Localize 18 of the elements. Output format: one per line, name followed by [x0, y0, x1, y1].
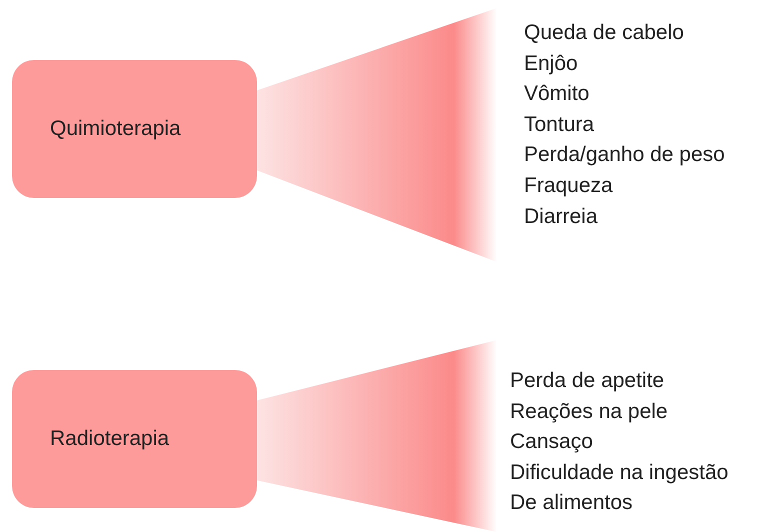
- list-item: Cansaço: [510, 429, 593, 456]
- list-item: Dificuldade na ingestão: [510, 460, 728, 486]
- fan-connector: [257, 340, 497, 532]
- list-item: Queda de cabelo: [524, 20, 684, 46]
- fan-connector: [257, 8, 497, 262]
- process-box: [12, 370, 257, 508]
- list-item: Perda/ganho de peso: [524, 142, 725, 168]
- list-item: Reações na pele: [510, 398, 668, 425]
- list-item: Tontura: [524, 112, 594, 138]
- list-item: Vômito: [524, 81, 590, 108]
- list-item: Enjôo: [524, 50, 578, 77]
- list-item: Diarreia: [524, 204, 598, 230]
- box-label: Quimioterapia: [50, 117, 181, 141]
- box-label: Radioterapia: [50, 427, 170, 451]
- list-item: De alimentos: [510, 490, 633, 516]
- process-box: [12, 60, 257, 198]
- list-item: Perda de apetite: [510, 368, 664, 394]
- list-item: Fraqueza: [524, 172, 613, 199]
